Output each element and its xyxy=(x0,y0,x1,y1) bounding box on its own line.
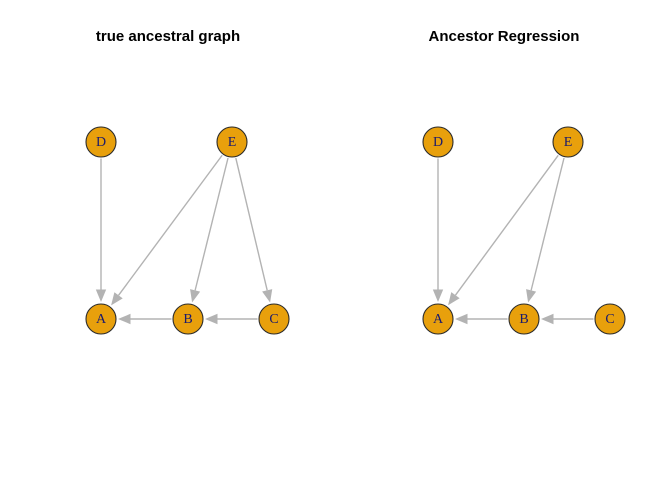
panel-title-right: Ancestor Regression xyxy=(428,28,580,45)
arrowhead-icon xyxy=(262,289,273,303)
node-circle[interactable] xyxy=(85,126,117,158)
node-circle[interactable] xyxy=(422,303,454,335)
edge-d-to-a xyxy=(432,158,444,302)
arrowhead-icon xyxy=(118,313,131,325)
arrowhead-icon xyxy=(205,313,218,325)
node-d[interactable]: D xyxy=(422,126,454,158)
edge-e-to-b xyxy=(526,157,565,303)
graph-ancestor-regression: D E A B C xyxy=(422,126,626,335)
node-circle[interactable] xyxy=(594,303,626,335)
node-d[interactable]: D xyxy=(85,126,117,158)
edge-line xyxy=(194,157,229,291)
arrowhead-icon xyxy=(455,313,468,325)
node-circle[interactable] xyxy=(216,126,248,158)
edge-b-to-a xyxy=(118,313,172,325)
node-circle[interactable] xyxy=(508,303,540,335)
edge-e-to-a xyxy=(111,154,223,306)
arrowhead-icon xyxy=(95,289,107,302)
arrowhead-icon xyxy=(448,292,460,306)
edge-line xyxy=(235,157,268,291)
edge-e-to-a xyxy=(448,154,559,306)
node-a[interactable]: A xyxy=(85,303,117,335)
node-e[interactable]: E xyxy=(216,126,248,158)
edge-line xyxy=(117,154,223,296)
edge-d-to-a xyxy=(95,158,107,302)
edge-line xyxy=(454,154,559,296)
arrowhead-icon xyxy=(432,289,444,302)
arrowhead-icon xyxy=(541,313,554,325)
node-circle[interactable] xyxy=(258,303,290,335)
edge-line xyxy=(530,157,565,291)
edge-b-to-a xyxy=(455,313,508,325)
node-c[interactable]: C xyxy=(258,303,290,335)
node-c[interactable]: C xyxy=(594,303,626,335)
arrowhead-icon xyxy=(190,289,201,303)
node-b[interactable]: B xyxy=(508,303,540,335)
node-b[interactable]: B xyxy=(172,303,204,335)
node-circle[interactable] xyxy=(552,126,584,158)
node-circle[interactable] xyxy=(172,303,204,335)
panel-ancestor-regression: Ancestor Regression D E A B C xyxy=(336,0,672,480)
node-e[interactable]: E xyxy=(552,126,584,158)
panel-true-ancestral-graph: true ancestral graph D E A B C xyxy=(85,28,290,335)
edge-e-to-c xyxy=(235,157,273,303)
arrowhead-icon xyxy=(526,289,537,303)
node-circle[interactable] xyxy=(422,126,454,158)
panel-title-left: true ancestral graph xyxy=(95,28,241,45)
graph-true-ancestral-graph: D E A B C xyxy=(85,126,290,335)
edge-c-to-b xyxy=(541,313,594,325)
edge-c-to-b xyxy=(205,313,258,325)
edge-e-to-b xyxy=(190,157,229,303)
node-a[interactable]: A xyxy=(422,303,454,335)
node-circle[interactable] xyxy=(85,303,117,335)
arrowhead-icon xyxy=(111,292,123,306)
